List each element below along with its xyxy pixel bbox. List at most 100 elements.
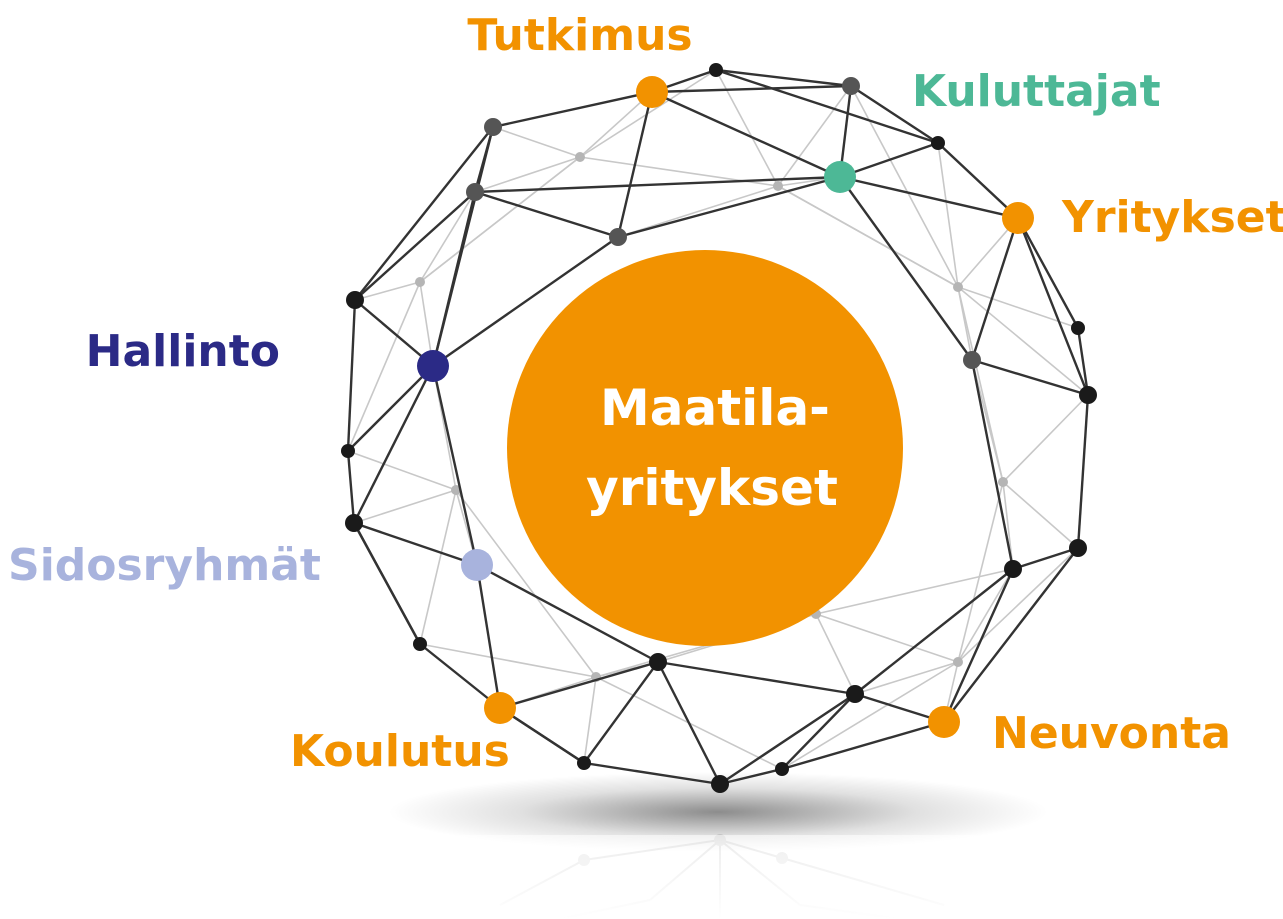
front-node [1079, 386, 1097, 404]
front-node [1004, 560, 1022, 578]
back-node [773, 181, 783, 191]
front-edge [942, 568, 1015, 723]
front-edge [499, 660, 659, 710]
front-edges [346, 68, 1090, 786]
front-edge [352, 365, 435, 524]
label-neuvonta: Neuvonta [992, 708, 1231, 759]
front-nodes [341, 63, 1097, 793]
front-edge [616, 91, 654, 238]
front-edge [419, 643, 501, 709]
front-edge [431, 365, 479, 566]
center-label-line2: yritykset [586, 459, 838, 517]
front-edge [943, 547, 1079, 723]
front-edge [346, 450, 356, 524]
back-edge [492, 126, 581, 158]
back-edge [957, 286, 1004, 483]
front-edge [1076, 327, 1090, 396]
front-edge [651, 84, 852, 94]
back-edge [455, 489, 597, 678]
front-node [341, 444, 355, 458]
ground-shadow [388, 772, 1048, 852]
back-edge [353, 489, 457, 524]
front-edge [656, 661, 722, 785]
front-edge [354, 126, 494, 301]
front-edge [657, 660, 856, 696]
front-edge [970, 359, 1015, 570]
back-edge [354, 281, 421, 301]
back-node [953, 657, 963, 667]
node-kuluttajat [824, 161, 856, 193]
front-node [709, 63, 723, 77]
back-edge [781, 661, 959, 770]
back-edge [1002, 481, 1079, 549]
front-node [711, 775, 729, 793]
front-edge [475, 564, 502, 709]
front-edge [1012, 546, 1079, 571]
front-edge [431, 126, 495, 367]
front-edge [347, 365, 434, 452]
front-edge [781, 693, 856, 770]
front-node [775, 762, 789, 776]
back-edge [347, 450, 457, 491]
front-edge [354, 191, 476, 301]
front-edge [617, 175, 841, 239]
front-node [931, 136, 945, 150]
front-edge [971, 358, 1089, 397]
front-edge [499, 706, 585, 765]
back-node [953, 282, 963, 292]
back-edge [937, 142, 959, 288]
back-edge [957, 286, 1089, 396]
front-edge [839, 176, 973, 361]
front-edge [719, 693, 856, 785]
center-label-line1: Maatila- [600, 379, 830, 437]
back-edge [854, 661, 959, 695]
back-edge [777, 185, 959, 288]
front-edge [354, 299, 434, 367]
front-node [1069, 539, 1087, 557]
back-edge [347, 281, 421, 452]
front-node [963, 351, 981, 369]
front-edge [432, 236, 619, 367]
back-edge [815, 613, 959, 663]
back-edge [617, 185, 779, 238]
front-edge [715, 68, 852, 88]
front-edge [970, 217, 1020, 361]
center-circle [507, 250, 903, 646]
front-edge [1016, 217, 1080, 329]
label-tutkimus: Tutkimus [467, 10, 692, 61]
back-node [415, 277, 425, 287]
front-edge [839, 175, 1019, 220]
back-edge [957, 547, 1079, 663]
front-node [345, 514, 363, 532]
front-edge [839, 141, 939, 179]
front-edge [937, 142, 1019, 219]
label-koulutus: Koulutus [290, 726, 510, 777]
back-edge [419, 643, 597, 678]
front-edge [1076, 394, 1090, 549]
label-sidosryhmat: Sidosryhmät [8, 540, 321, 591]
front-node [413, 637, 427, 651]
front-edge [583, 761, 721, 786]
front-edge [474, 190, 619, 239]
front-edge [854, 568, 1014, 695]
front-node [466, 183, 484, 201]
node-hallinto [417, 350, 449, 382]
back-edge [957, 481, 1004, 663]
node-neuvonta [928, 706, 960, 738]
back-edge [579, 91, 653, 158]
back-edge [815, 613, 856, 695]
front-edge [352, 522, 422, 645]
front-edge [583, 661, 659, 764]
front-node [577, 756, 591, 770]
label-kuluttajat: Kuluttajat [912, 66, 1161, 117]
back-edge [419, 489, 457, 645]
front-edge [492, 90, 653, 129]
front-edge [353, 521, 478, 567]
back-edge [1002, 394, 1089, 483]
node-sidosryhmat [461, 549, 493, 581]
front-edge [651, 90, 841, 179]
label-hallinto: Hallinto [86, 326, 280, 377]
back-node [998, 477, 1008, 487]
front-node [649, 653, 667, 671]
